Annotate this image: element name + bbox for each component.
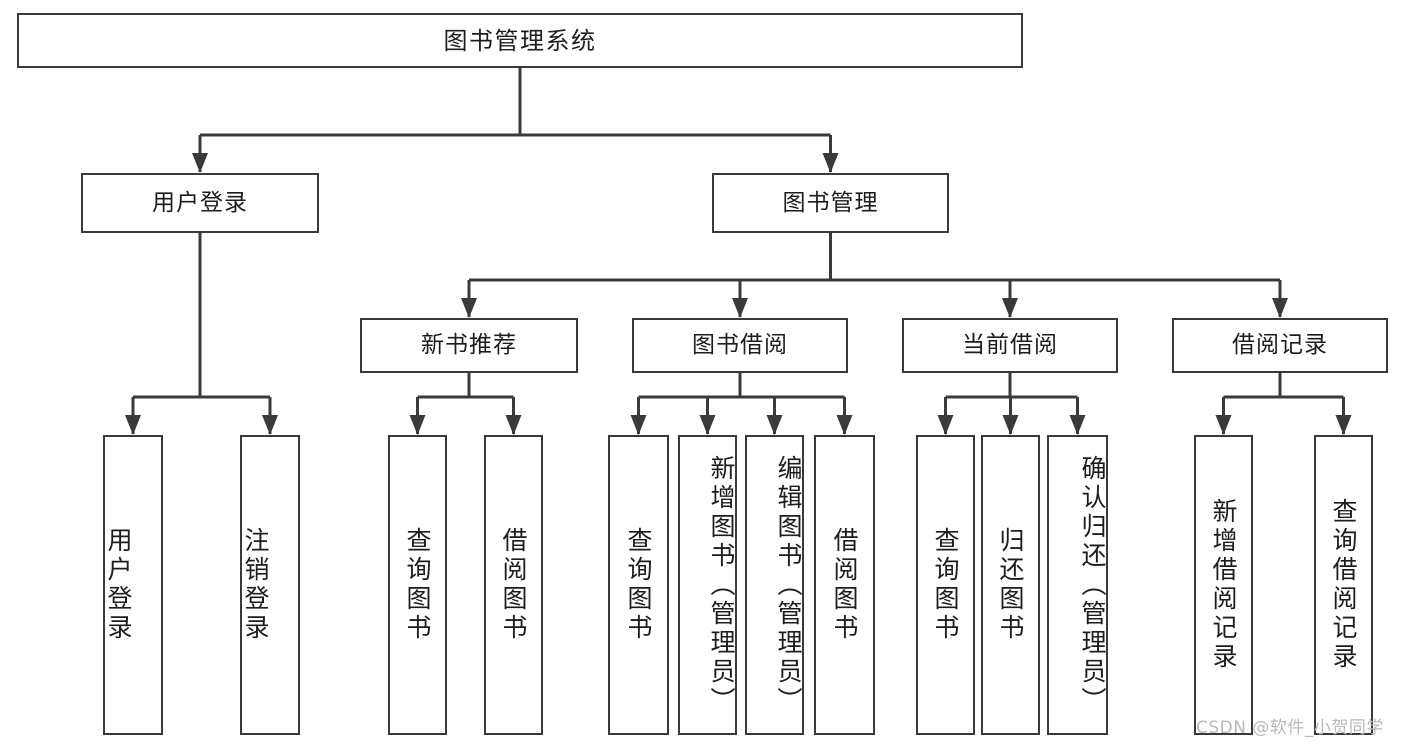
node-label: 图书管理 (782, 189, 879, 216)
node-leaf-edit-book[interactable]: 编辑图书（管理员） (745, 435, 804, 735)
arrow-head (836, 415, 853, 435)
node-label: 当前借阅 (962, 332, 1058, 358)
node-leaf-query-book-1[interactable]: 查询图书 (388, 435, 447, 735)
node-root[interactable]: 图书管理系统 (17, 13, 1023, 68)
arrow-head (732, 298, 748, 318)
node-leaf-query-record[interactable]: 查询借阅记录 (1314, 435, 1373, 735)
node-user-login[interactable]: 用户登录 (81, 173, 319, 233)
node-leaf-borrow-book-2[interactable]: 借阅图书 (814, 435, 875, 735)
node-label: 新书推荐 (421, 332, 517, 358)
node-leaf-logout[interactable]: 注销登录 (240, 435, 300, 735)
arrow-head (192, 153, 208, 173)
arrow-head (1272, 298, 1288, 318)
arrow-head (461, 298, 477, 318)
node-new-book-recommend[interactable]: 新书推荐 (360, 318, 578, 373)
arrow-head (1002, 298, 1018, 318)
node-book-manage[interactable]: 图书管理 (712, 173, 949, 233)
node-label: 借阅图书 (499, 527, 528, 643)
node-leaf-query-book-3[interactable]: 查询图书 (916, 435, 975, 735)
node-label: 借阅图书 (830, 527, 859, 643)
node-label: 查询借阅记录 (1329, 498, 1358, 672)
arrow-head (699, 415, 716, 435)
node-label: 用户登录 (104, 527, 133, 643)
node-leaf-add-record[interactable]: 新增借阅记录 (1194, 435, 1253, 735)
node-label: 图书借阅 (692, 332, 788, 358)
node-label: 注销登录 (241, 527, 270, 643)
node-label: 查询图书 (624, 527, 653, 643)
node-leaf-return-book[interactable]: 归还图书 (981, 435, 1040, 735)
arrow-head (1069, 415, 1086, 435)
arrow-head (505, 415, 522, 435)
arrow-head (125, 415, 141, 435)
node-label: 新增图书（管理员） (707, 454, 736, 716)
node-leaf-add-book[interactable]: 新增图书（管理员） (678, 435, 737, 735)
node-book-borrow[interactable]: 图书借阅 (632, 318, 848, 373)
node-leaf-user-login[interactable]: 用户登录 (103, 435, 163, 735)
arrow-head (822, 153, 839, 173)
node-label: 查询图书 (403, 527, 432, 643)
node-label: 图书管理系统 (443, 26, 597, 55)
node-leaf-borrow-book-1[interactable]: 借阅图书 (484, 435, 543, 735)
node-label: 编辑图书（管理员） (774, 454, 803, 716)
node-leaf-query-book-2[interactable]: 查询图书 (608, 435, 669, 735)
arrow-head (1002, 415, 1019, 435)
arrow-head (262, 415, 278, 435)
node-label: 查询图书 (931, 527, 960, 643)
node-label: 用户登录 (152, 189, 248, 216)
node-label: 借阅记录 (1232, 332, 1328, 358)
arrow-head (409, 415, 426, 435)
node-leaf-confirm-return[interactable]: 确认归还（管理员） (1047, 435, 1108, 735)
arrow-head (766, 415, 783, 435)
arrow-head (630, 415, 647, 435)
node-label: 确认归还（管理员） (1078, 454, 1107, 716)
arrow-head (1335, 415, 1352, 435)
watermark-text: CSDN @软件_小贺同学 (1196, 718, 1384, 738)
node-label: 新增借阅记录 (1209, 498, 1238, 672)
node-borrow-record[interactable]: 借阅记录 (1172, 318, 1388, 373)
node-current-borrow[interactable]: 当前借阅 (902, 318, 1118, 373)
arrow-head (937, 415, 954, 435)
node-label: 归还图书 (996, 527, 1025, 643)
arrow-head (1215, 415, 1232, 435)
